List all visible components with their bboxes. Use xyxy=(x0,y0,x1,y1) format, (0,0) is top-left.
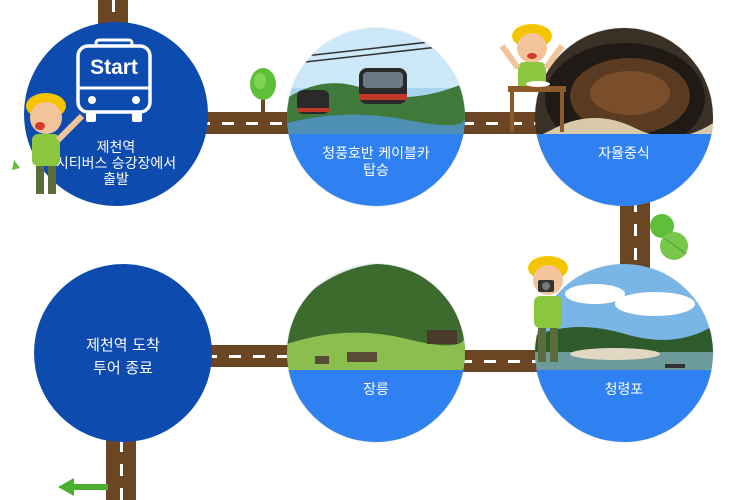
stop-label: 청령포 xyxy=(604,382,644,398)
stop-cable-car[interactable]: 청풍호반 케이블카 탑승 xyxy=(287,28,465,206)
hiker-mascot xyxy=(518,252,588,376)
road-jangneung-to-end xyxy=(205,345,300,367)
tree-icon xyxy=(250,68,276,120)
stop-band: 자율중식 xyxy=(535,134,713,206)
stop-label: 장릉 xyxy=(363,382,389,398)
bus-icon: Start xyxy=(74,38,154,132)
stop-jangneung[interactable]: 장릉 xyxy=(287,264,465,442)
start-badge: Start xyxy=(90,56,138,79)
stop-cheongnyeongpo[interactable]: 청령포 xyxy=(535,264,713,442)
arrow-left-icon xyxy=(58,478,108,500)
road-cheongnyeongpo-to-jangneung xyxy=(460,350,550,372)
stop-band: 청풍호반 케이블카 탑승 xyxy=(287,134,465,206)
end-circle: 제천역 도착 투어 종료 xyxy=(34,264,212,442)
start-label: 제천역 시티버스 승강장에서 출발 xyxy=(55,140,177,188)
stop-lunch[interactable]: 자율중식 xyxy=(535,28,713,206)
stop-label: 청풍호반 케이블카 탑승 xyxy=(322,146,430,179)
hiker-mascot xyxy=(10,88,90,212)
stop-band: 청령포 xyxy=(535,370,713,442)
road-cablecar-to-lunch xyxy=(462,112,548,134)
road-end-vertical xyxy=(106,440,136,500)
road-start-to-cablecar xyxy=(198,112,300,134)
stop-label: 자율중식 xyxy=(598,146,650,162)
tree-icon xyxy=(650,212,690,266)
end-label: 제천역 도착 투어 종료 xyxy=(86,336,160,377)
stop-band: 장릉 xyxy=(287,370,465,442)
hiker-mascot xyxy=(494,20,574,144)
